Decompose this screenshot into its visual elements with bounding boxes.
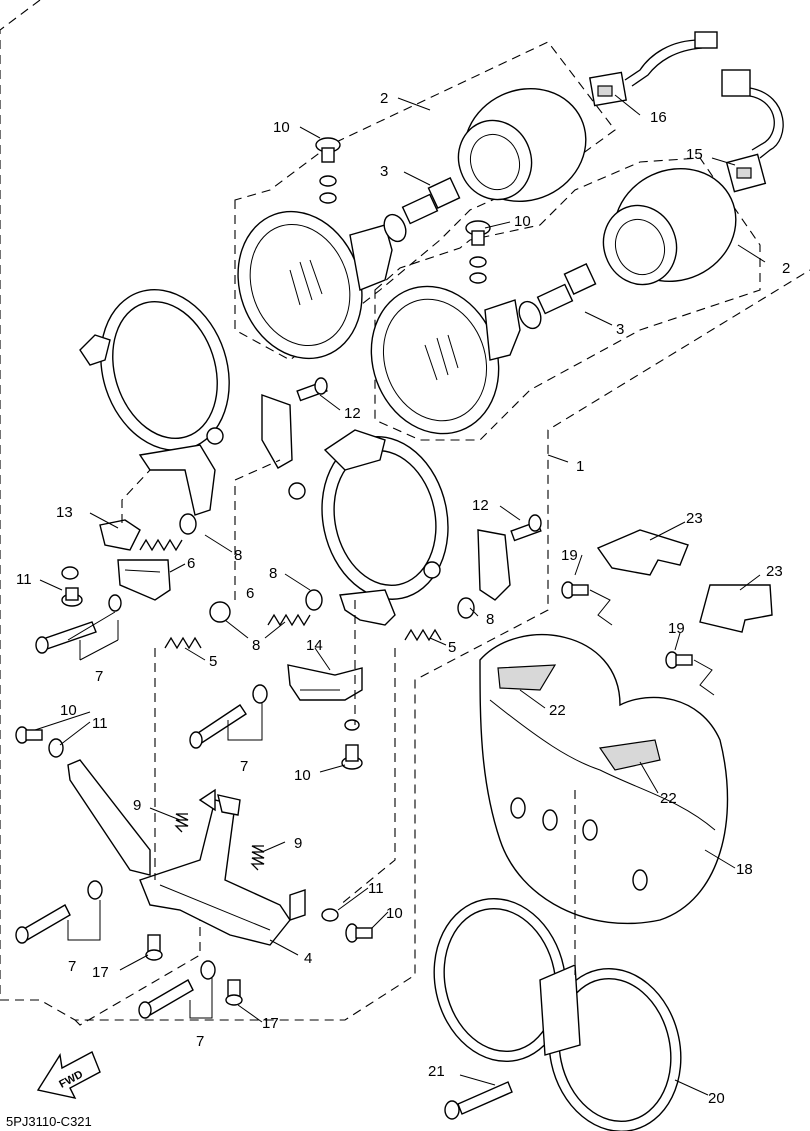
callout-3-lower: 3 bbox=[616, 321, 624, 338]
callout-16: 16 bbox=[650, 109, 667, 126]
leader-lines bbox=[34, 94, 766, 1096]
long-bolt-7a bbox=[35, 621, 97, 654]
screw-19-upper bbox=[561, 581, 613, 626]
callout-21: 21 bbox=[428, 1063, 445, 1080]
headlight-cover-18 bbox=[479, 633, 729, 925]
screw-10-upper bbox=[315, 137, 341, 204]
center-headlight-ring bbox=[288, 429, 449, 626]
callout-8-a: 8 bbox=[234, 547, 242, 564]
springs-5 bbox=[164, 597, 475, 650]
callout-13: 13 bbox=[56, 504, 73, 521]
screw-17-right bbox=[225, 979, 243, 1006]
callout-5-left: 5 bbox=[209, 653, 217, 670]
callout-20: 20 bbox=[708, 1090, 725, 1107]
callout-8-b: 8 bbox=[269, 565, 277, 582]
bolt-21 bbox=[444, 1081, 513, 1120]
bolt-10-lower bbox=[345, 923, 373, 943]
callout-11-c: 11 bbox=[368, 880, 384, 897]
callout-19-a: 19 bbox=[561, 547, 578, 564]
callout-7-a: 7 bbox=[95, 668, 103, 685]
callout-6-left: 6 bbox=[187, 555, 195, 572]
callout-22-a: 22 bbox=[549, 702, 566, 719]
callout-9-left: 9 bbox=[133, 797, 141, 814]
long-bolt-7b bbox=[189, 684, 268, 749]
wire-connector-16 bbox=[589, 31, 718, 107]
callout-23-a: 23 bbox=[686, 510, 703, 527]
trim-22-right bbox=[598, 739, 661, 771]
callout-labels: 1 2 2 3 3 4 5 5 6 6 7 7 7 7 8 8 8 8 9 9 … bbox=[16, 90, 790, 1107]
headlight-upper-group bbox=[234, 41, 616, 361]
callout-3-upper: 3 bbox=[380, 163, 388, 180]
side-bracket-right bbox=[477, 529, 511, 601]
callout-10-e: 10 bbox=[386, 905, 403, 922]
plate-23-upper bbox=[596, 529, 689, 576]
diagram-code: 5PJ3110-C321 bbox=[6, 1114, 92, 1129]
callout-10-a: 10 bbox=[273, 119, 290, 136]
washer-7a bbox=[108, 594, 122, 612]
lower-bracket-4 bbox=[139, 788, 306, 946]
long-bolt-7c bbox=[15, 880, 103, 944]
washer-11-upper bbox=[61, 566, 79, 580]
bulb-upper bbox=[401, 193, 439, 225]
screw-19-lower bbox=[665, 651, 715, 696]
callout-5-right: 5 bbox=[448, 639, 456, 656]
callout-23-b: 23 bbox=[766, 563, 783, 580]
washer-11-lower bbox=[321, 908, 339, 922]
callout-10-b: 10 bbox=[514, 213, 531, 230]
callout-11-b: 11 bbox=[92, 715, 108, 732]
bolt-12-right bbox=[510, 514, 542, 542]
left-stay bbox=[15, 726, 151, 876]
callout-19-b: 19 bbox=[668, 620, 685, 637]
bracket-14 bbox=[287, 664, 363, 770]
headlight-lower-group bbox=[370, 157, 761, 441]
callout-2-lower: 2 bbox=[782, 260, 790, 277]
callout-18: 18 bbox=[736, 861, 753, 878]
plate-23-lower bbox=[699, 584, 773, 633]
trim-22-left bbox=[497, 664, 557, 691]
long-bolt-7d bbox=[138, 960, 216, 1019]
callout-2-upper: 2 bbox=[380, 90, 388, 107]
callout-10-d: 10 bbox=[294, 767, 311, 784]
callout-12-a: 12 bbox=[344, 405, 361, 422]
screw-17-left bbox=[145, 934, 163, 961]
callout-4: 4 bbox=[304, 950, 312, 967]
bolt-12-left bbox=[296, 377, 328, 402]
springs-9 bbox=[174, 813, 265, 871]
callout-7-c: 7 bbox=[68, 958, 76, 975]
callout-15: 15 bbox=[686, 146, 703, 163]
headlight-rim-20 bbox=[433, 897, 682, 1131]
callout-8-c: 8 bbox=[252, 637, 260, 654]
callout-9-right: 9 bbox=[294, 835, 302, 852]
headlight-lens-lower bbox=[370, 285, 500, 435]
callout-7-d: 7 bbox=[196, 1033, 204, 1050]
screw-10-middle bbox=[465, 220, 491, 284]
callout-6-center: 6 bbox=[246, 585, 254, 602]
callout-8-d: 8 bbox=[486, 611, 494, 628]
callout-11-a: 11 bbox=[16, 571, 32, 588]
left-headlight-ring bbox=[79, 288, 230, 516]
bracket-13 bbox=[99, 519, 171, 601]
callout-14: 14 bbox=[306, 637, 323, 654]
headlight-lens-upper bbox=[237, 210, 363, 360]
bulb-lower bbox=[536, 283, 574, 315]
spring-6-left bbox=[139, 513, 197, 552]
fwd-arrow-icon: FWD bbox=[36, 1051, 101, 1099]
callout-17-b: 17 bbox=[262, 1015, 279, 1032]
side-bracket-left bbox=[261, 394, 293, 469]
callout-17-a: 17 bbox=[92, 964, 109, 981]
spring-6-center bbox=[267, 589, 323, 627]
callout-10-c: 10 bbox=[60, 702, 77, 719]
callout-22-b: 22 bbox=[660, 790, 677, 807]
bolt-11-upper bbox=[61, 587, 83, 607]
callout-12-b: 12 bbox=[472, 497, 489, 514]
callout-7-b: 7 bbox=[240, 758, 248, 775]
callout-1: 1 bbox=[576, 458, 584, 475]
wire-connector-15 bbox=[721, 69, 784, 193]
